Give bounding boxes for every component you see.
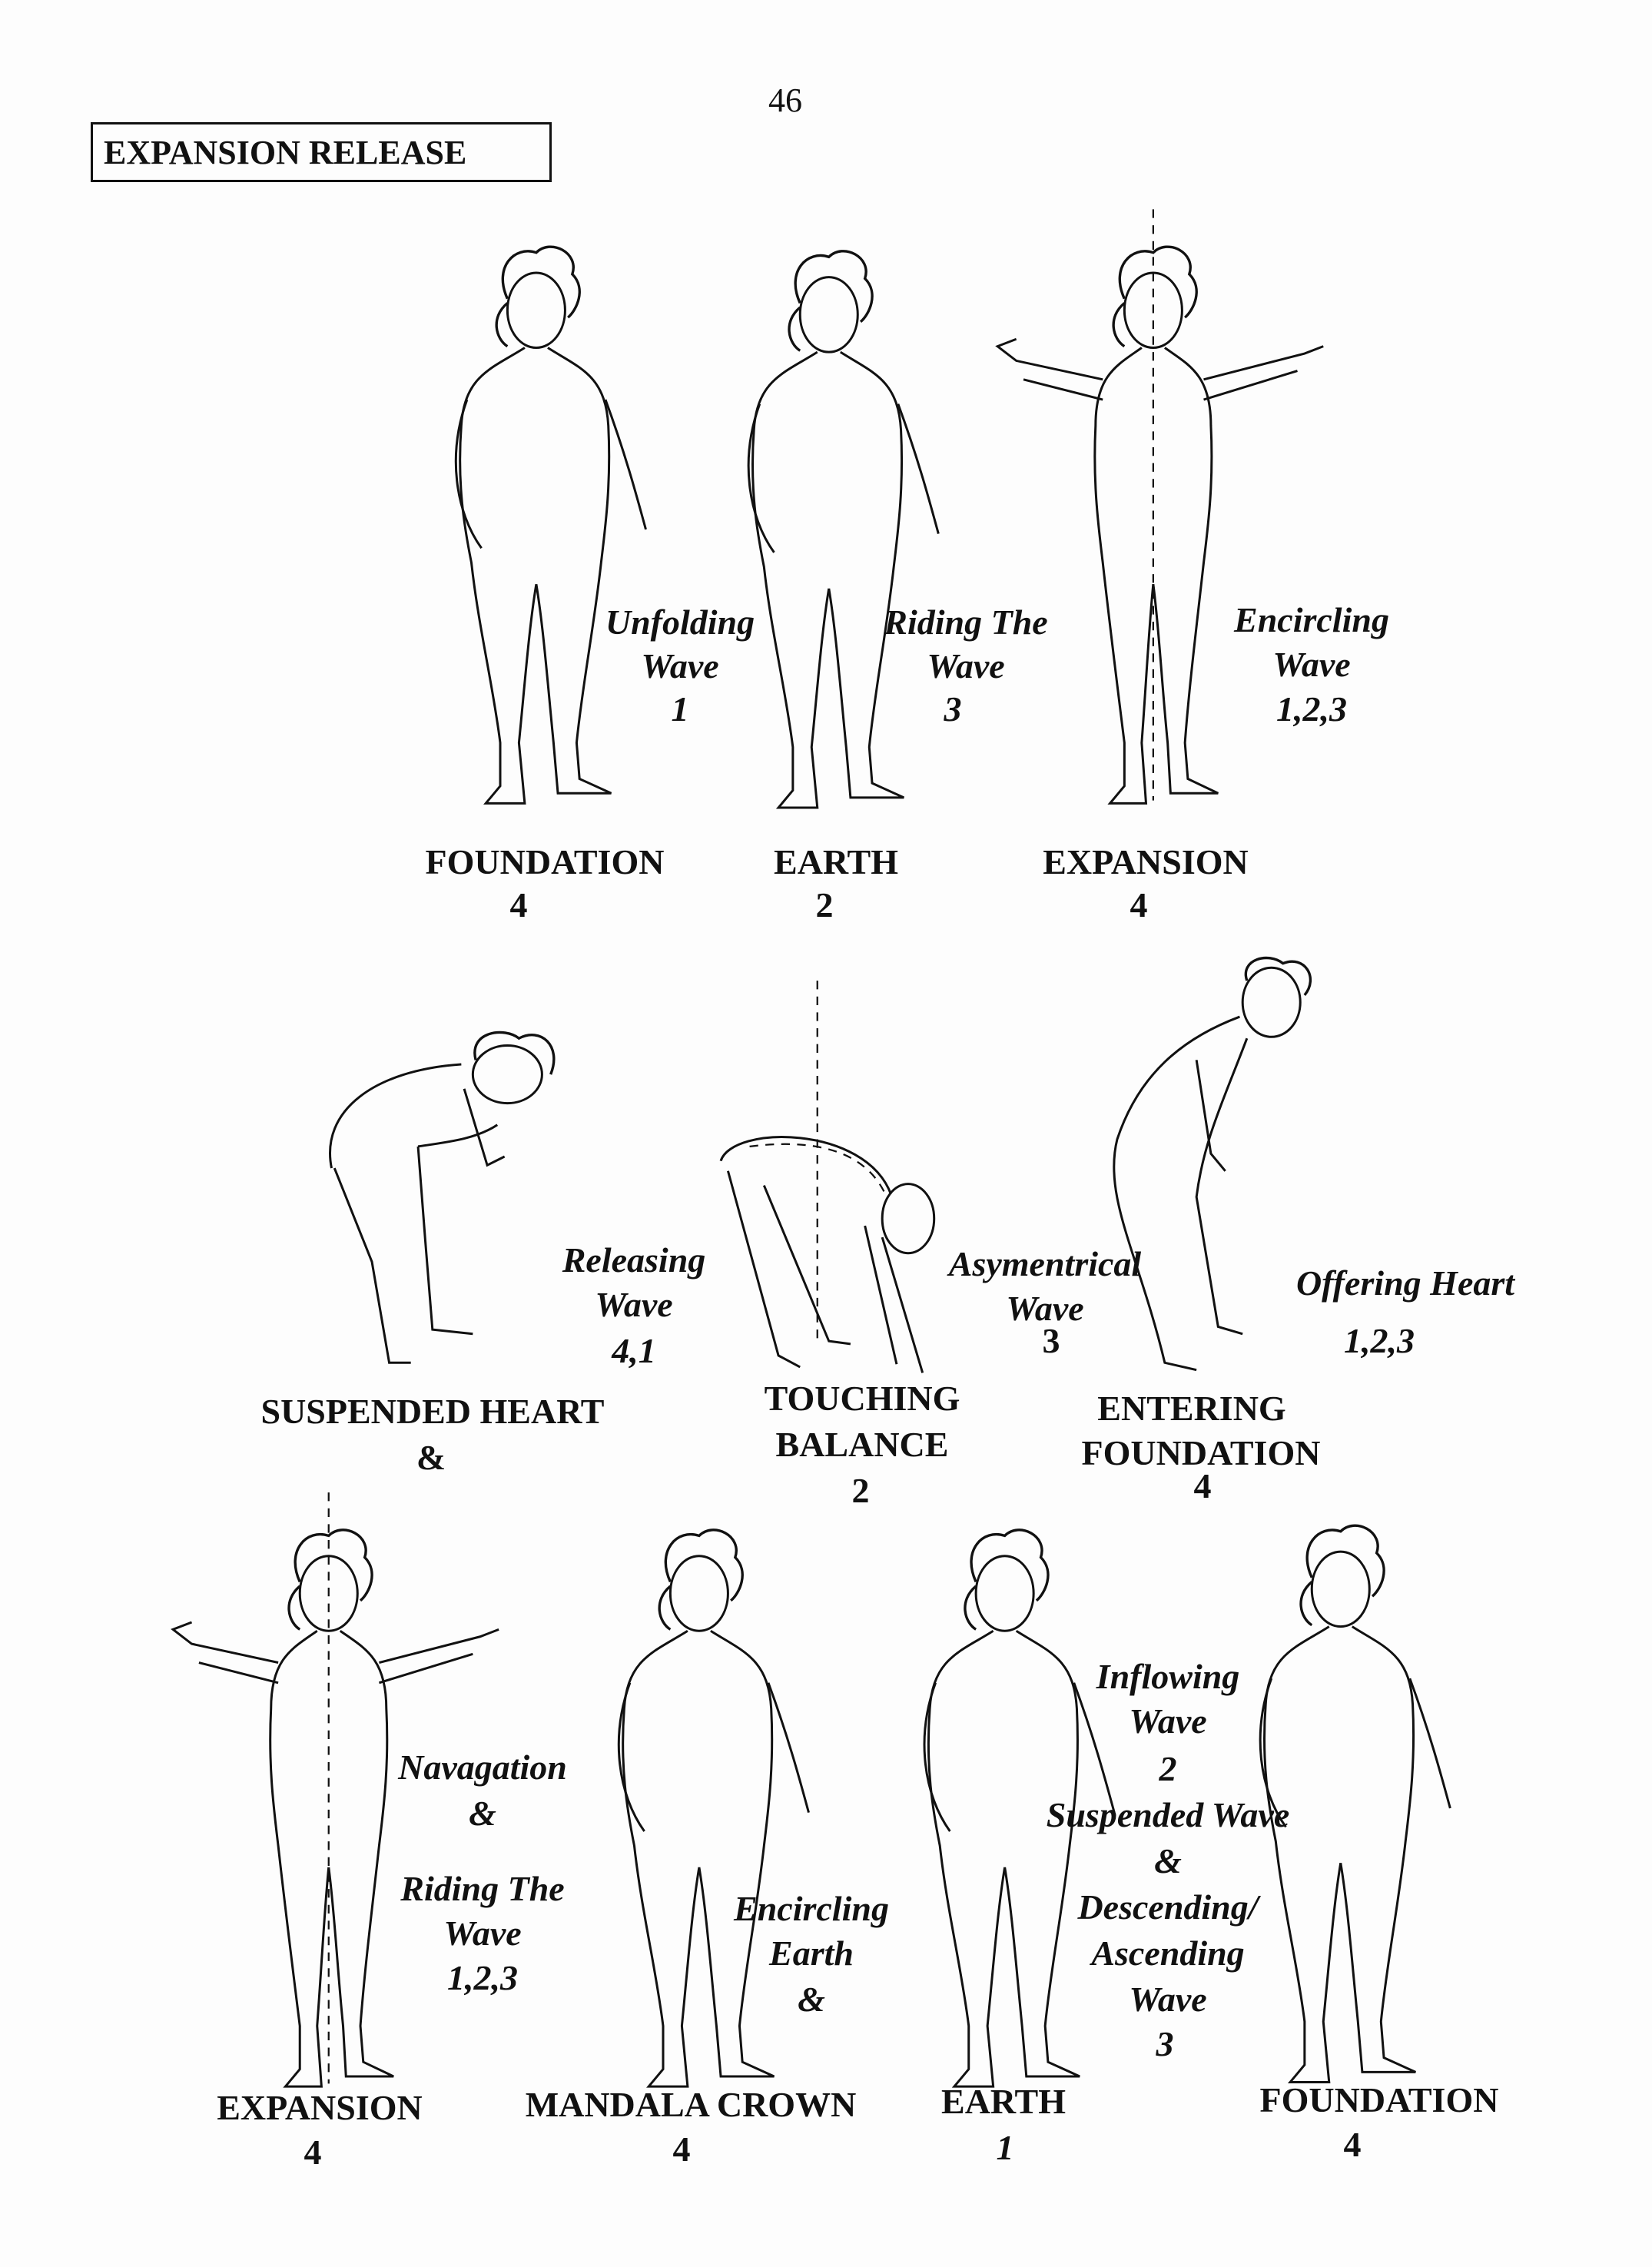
wave-label: 1,2,3: [1344, 1321, 1415, 1360]
wave-label: 3: [1156, 2024, 1174, 2063]
figure-count: 2: [815, 885, 834, 924]
wave-label: Navagation: [398, 1748, 567, 1787]
figure-expansion-2: [171, 1491, 500, 2088]
figure-label: TOUCHING: [764, 1379, 960, 1418]
figure-entering-foundation: [1113, 956, 1312, 1372]
wave-label: Asymentrical: [948, 1244, 1142, 1283]
figure-label: ENTERING: [1097, 1389, 1286, 1428]
wave-label: 3: [1042, 1321, 1060, 1360]
wave-label: Suspended Wave: [1046, 1795, 1290, 1834]
wave-label: Wave: [641, 646, 719, 685]
wave-label: 4,1: [612, 1331, 656, 1370]
wave-label: Inflowing: [1096, 1657, 1240, 1696]
figure-joiner: &: [416, 1438, 446, 1477]
figure-suspended-heart: [329, 1031, 556, 1364]
figure-label: FOUNDATION: [425, 842, 665, 881]
figure-label: BALANCE: [775, 1425, 949, 1464]
wave-label: 1,2,3: [447, 1958, 518, 1997]
figure-count: 1: [996, 2128, 1014, 2167]
wave-label: Encircling: [734, 1889, 889, 1928]
figure-count: 4: [304, 2133, 322, 2172]
wave-label: &: [798, 1980, 825, 2019]
wave-label: 1,2,3: [1276, 689, 1347, 729]
figure-count: 4: [509, 885, 528, 924]
page-number: 46: [768, 81, 802, 119]
figure-count: 4: [1343, 2125, 1362, 2164]
figure-label: EARTH: [774, 842, 898, 881]
wave-label: 2: [1159, 1749, 1177, 1788]
figure-label: EXPANSION: [217, 2088, 423, 2127]
figure-count: 4: [672, 2129, 691, 2169]
figure-earth-1: [747, 250, 940, 809]
figure-expansion-1: [996, 207, 1325, 805]
figure-label: EXPANSION: [1043, 842, 1249, 881]
figure-count: 4: [1130, 885, 1148, 924]
wave-label: Earth: [769, 1933, 854, 1973]
figure-count: 4: [1193, 1466, 1212, 1505]
wave-label: Offering Heart: [1295, 1263, 1515, 1303]
wave-label: Wave: [595, 1285, 673, 1324]
wave-label: Riding The: [400, 1869, 565, 1908]
wave-label: &: [469, 1794, 496, 1833]
wave-label: Wave: [1272, 645, 1351, 684]
wave-label: Descending/: [1077, 1887, 1259, 1927]
wave-label: Encircling: [1234, 600, 1389, 639]
figure-label: FOUNDATION: [1081, 1433, 1321, 1472]
wave-label: Wave: [1129, 1980, 1207, 2019]
wave-label: Wave: [1129, 1701, 1207, 1741]
section-title: EXPANSION RELEASE: [91, 122, 552, 182]
wave-label: Unfolding: [605, 602, 755, 642]
wave-label: Wave: [927, 646, 1005, 685]
figure-mandala-crown: [617, 1528, 811, 2088]
figure-label: MANDALA CROWN: [525, 2085, 857, 2124]
figure-label: SUSPENDED HEART: [260, 1392, 605, 1431]
wave-label: &: [1154, 1841, 1182, 1880]
wave-label: 1: [671, 689, 689, 729]
wave-label: Releasing: [562, 1240, 706, 1280]
figure-label: FOUNDATION: [1259, 2080, 1499, 2119]
figure-touching-balance: [719, 981, 936, 1373]
figure-label: EARTH: [941, 2082, 1066, 2121]
wave-label: Wave: [1006, 1289, 1084, 1328]
figure-count: 2: [851, 1471, 870, 1510]
wave-label: Wave: [443, 1914, 522, 1953]
figure-foundation-1: [454, 245, 648, 805]
wave-label: Ascending: [1091, 1933, 1245, 1973]
wave-label: Riding The: [884, 602, 1048, 642]
wave-label: 3: [944, 689, 962, 729]
